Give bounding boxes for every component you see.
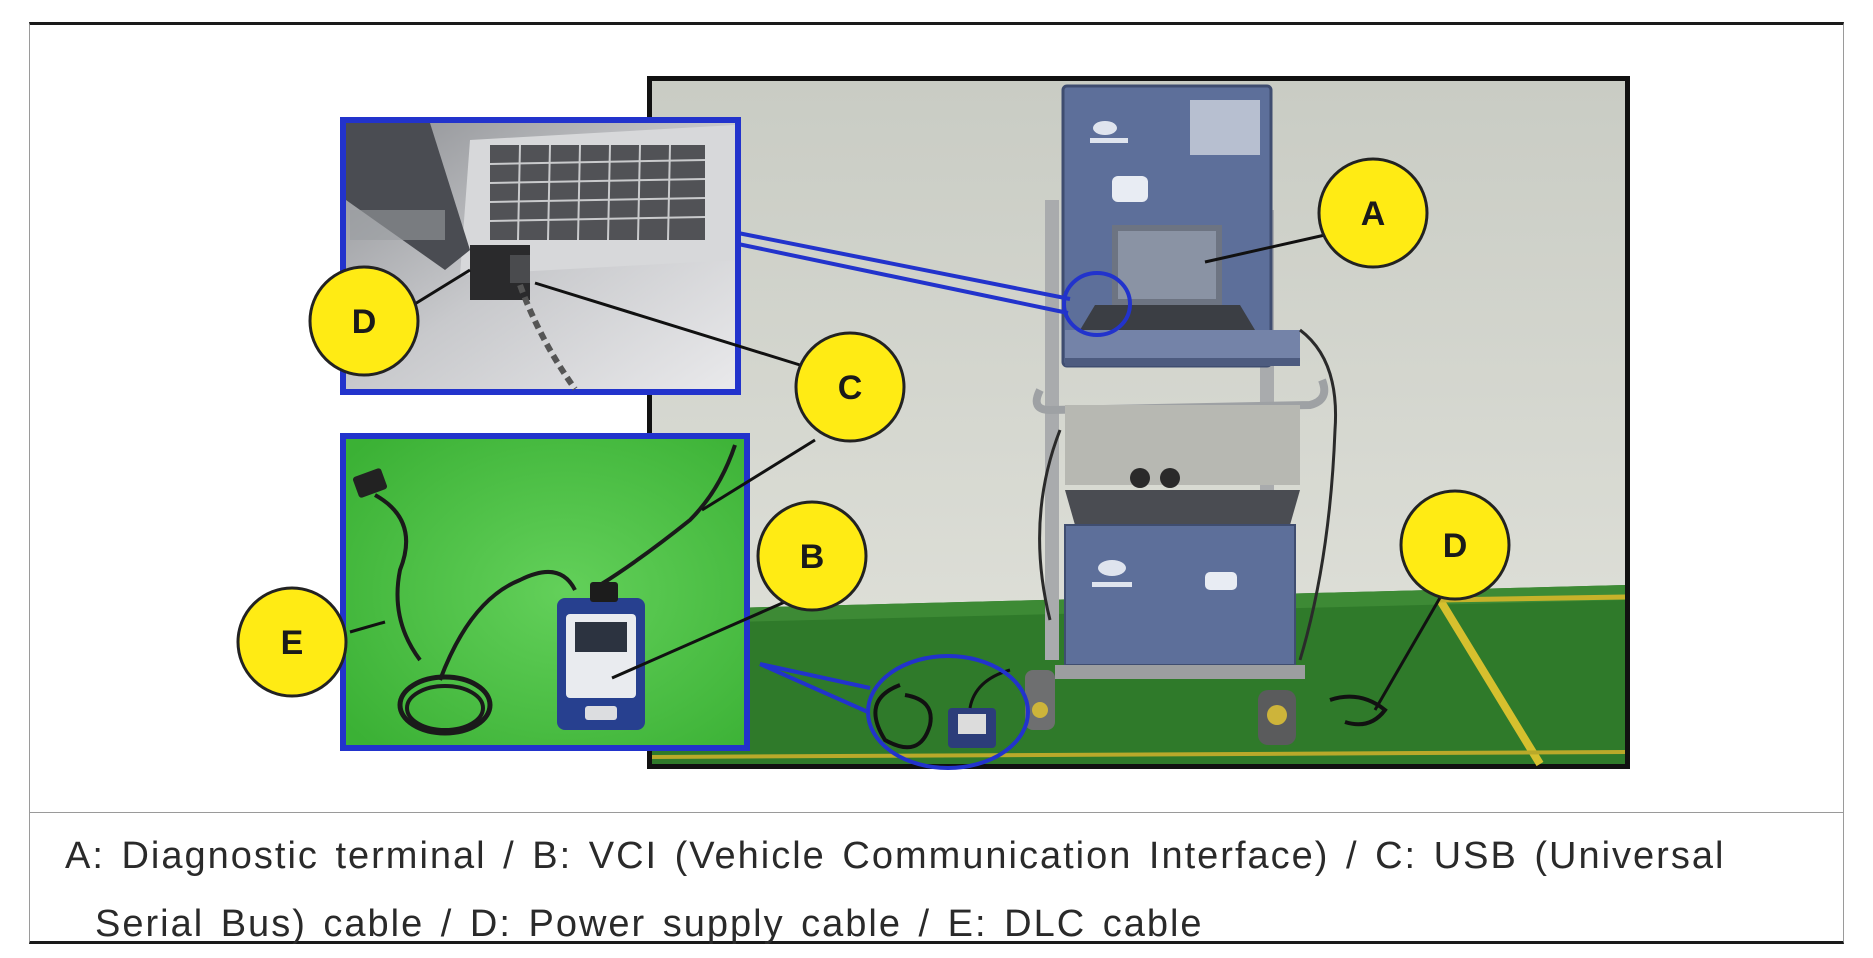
diagram: A B C D D E	[236, 76, 1630, 770]
usb-port-highlight	[1062, 271, 1132, 337]
caption-line-2: Serial Bus) cable / D: Power supply cabl…	[95, 903, 1204, 945]
callout-c-top: C	[794, 331, 906, 443]
callout-d-left: D	[308, 265, 420, 377]
callout-d-right-label: D	[1443, 527, 1468, 565]
callout-e: E	[236, 586, 348, 698]
caption-line-1: A: Diagnostic terminal / B: VCI (Vehicle…	[65, 835, 1726, 877]
diagnostic-cart	[1025, 84, 1338, 745]
callout-b: B	[756, 500, 868, 612]
vci-inset	[340, 433, 750, 751]
callout-b-label: B	[800, 538, 825, 576]
leader-lines	[349, 233, 1450, 711]
callout-a-label: A	[1361, 195, 1386, 233]
main-photo	[647, 76, 1630, 770]
callout-d-left-label: D	[352, 303, 377, 341]
callout-d-right: D	[1399, 489, 1511, 601]
callout-e-label: E	[281, 624, 304, 662]
callout-c-top-label: C	[838, 369, 863, 407]
caption-divider	[29, 812, 1844, 813]
callout-a: A	[1317, 157, 1429, 269]
figure-caption: A: Diagnostic terminal / B: VCI (Vehicle…	[65, 822, 1825, 958]
